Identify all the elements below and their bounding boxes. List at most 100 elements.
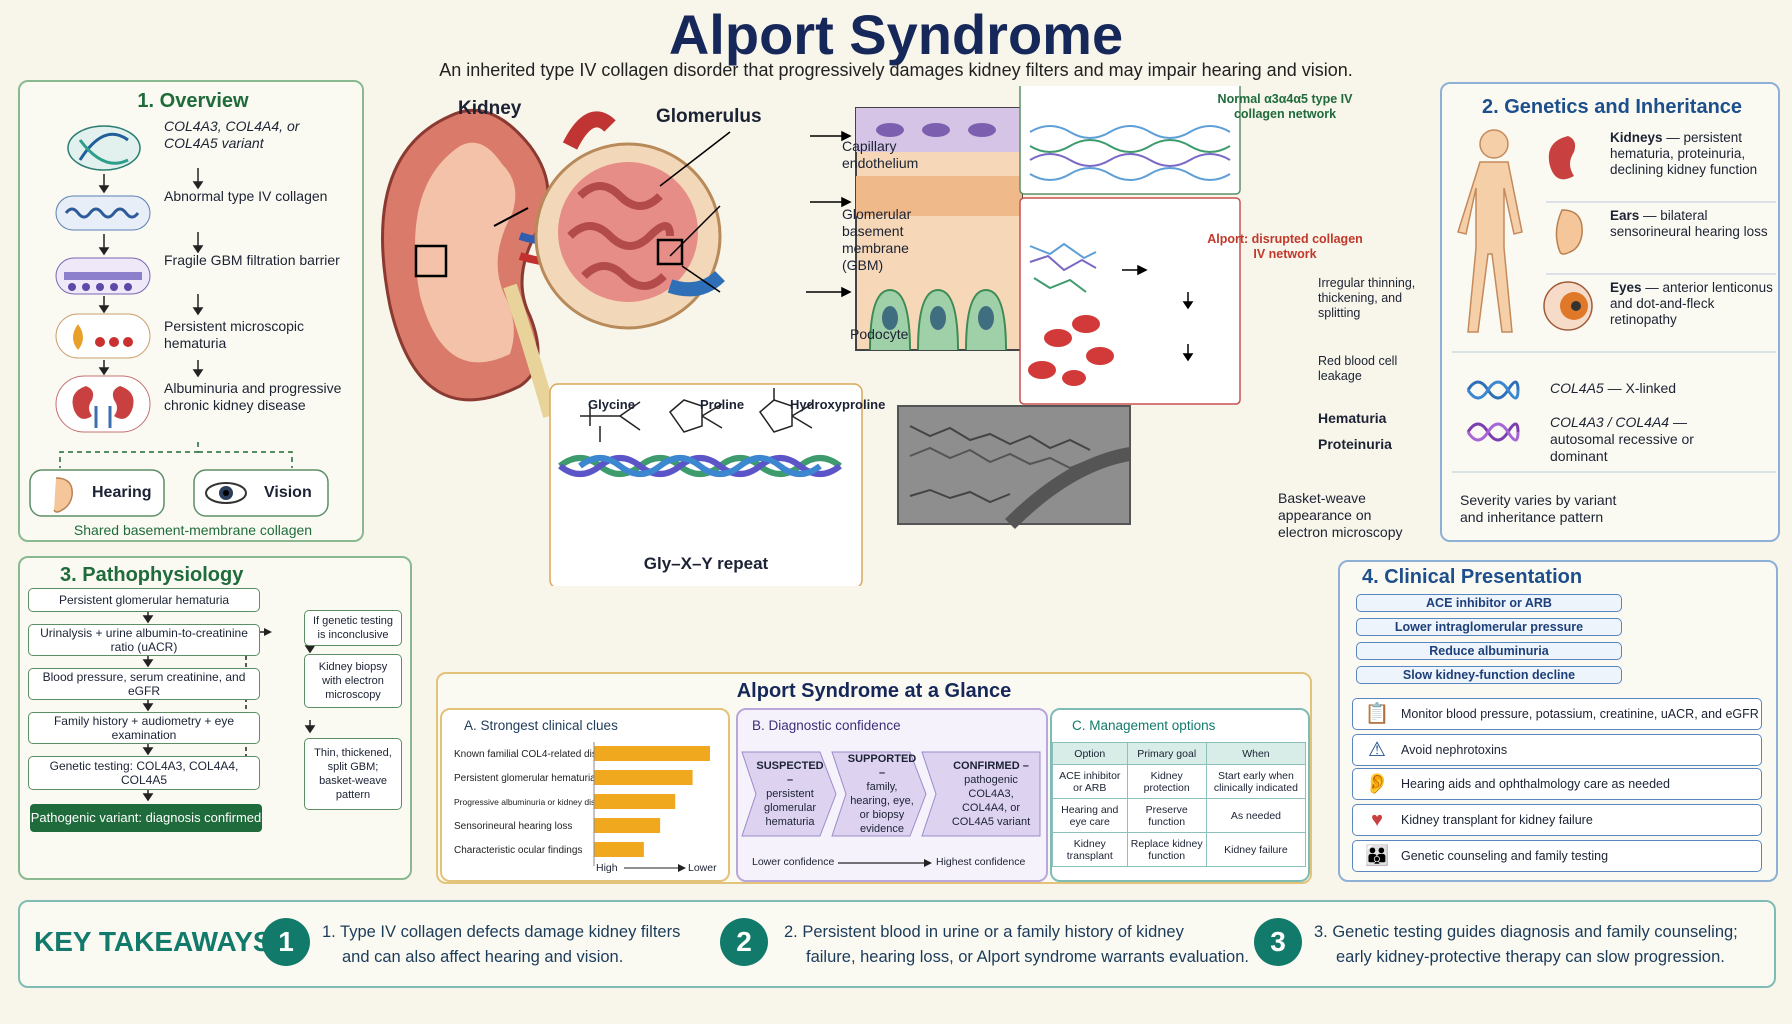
chart-category-label: Known familial COL4-related disease — [454, 749, 619, 760]
clinical-item-genetic-counseling: 👪 Genetic counseling and family testing — [1352, 840, 1762, 872]
table-cell: As needed — [1205, 798, 1307, 833]
gbm-label: Glomerular basement membrane (GBM) — [842, 206, 912, 273]
kidney-cross-section — [381, 108, 582, 418]
table-cell: Replace kidney function — [1126, 832, 1207, 867]
vision-label: Vision — [264, 484, 312, 501]
table-cell: ACE inhibitor or ARB — [1052, 764, 1128, 799]
flow-ace-arb: ACE inhibitor or ARB — [1356, 594, 1622, 612]
table-cell: Kidney transplant — [1052, 832, 1128, 867]
management-table: Option Primary goal When ACE inhibitor o… — [1052, 742, 1307, 867]
proline-label: Proline — [700, 397, 745, 412]
table-cell: Start early when clinically indicated — [1205, 764, 1307, 799]
chevron-suspected: SUSPECTED –persistent glomerular hematur… — [756, 760, 824, 828]
ear-icon — [53, 477, 73, 513]
normal-network-title: Normal α3α4α5 type IV collagen network — [1217, 92, 1353, 121]
ear-eye-icon: 👂 — [1364, 773, 1390, 795]
lower-confidence-label: Lower confidence — [752, 856, 835, 868]
electron-micrograph — [897, 405, 1132, 529]
chevron-confirmed: CONFIRMED –pathogenic COL4A3, COL4A4, or… — [951, 760, 1031, 828]
collagen-strand-icon — [55, 195, 151, 231]
takeaways-heading: KEY TAKEAWAYS — [34, 926, 272, 957]
podocyte-label: Podocyte — [850, 326, 909, 342]
patho-diagnosis-confirmed: Pathogenic variant: diagnosis confirmed — [30, 804, 262, 832]
chart-lower-label: Lower — [688, 862, 717, 874]
warning-icon: ⚠ — [1368, 739, 1386, 761]
patho-step-blood-pressure: Blood pressure, serum creatinine, and eG… — [28, 668, 260, 700]
genetics-kidneys: Kidneys — persistent hematuria, proteinu… — [1610, 130, 1758, 177]
hydroxyproline-label: Hydroxyproline — [790, 397, 886, 412]
page-subtitle: An inherited type IV collagen disorder t… — [439, 60, 1353, 80]
eye-icon — [1543, 281, 1593, 331]
overview-step-gbm: Fragile GBM filtration barrier — [164, 252, 340, 268]
normal-collagen-network — [1029, 125, 1231, 181]
chart-bar — [594, 818, 661, 833]
highest-confidence-label: Highest confidence — [936, 856, 1026, 868]
genetics-heading: 2. Genetics and Inheritance — [1481, 96, 1743, 118]
table-header: Primary goal — [1126, 742, 1207, 765]
chart-bar — [594, 842, 644, 857]
flow-lower-pressure: Lower intraglomerular pressure — [1356, 618, 1622, 636]
red-blood-cells-icon — [1028, 315, 1114, 386]
patho-step-genetic-testing: Genetic testing: COL4A3, COL4A4, COL4A5 — [28, 756, 260, 790]
overview-step-ckd: Albuminuria and progressive chronic kidn… — [164, 380, 342, 413]
overview-step-collagen: Abnormal type IV collagen — [164, 188, 328, 204]
blood-drop-icon — [55, 313, 151, 359]
family-icon: 👪 — [1364, 845, 1390, 867]
table-row: Kidney transplant Replace kidney functio… — [1052, 832, 1307, 867]
eye-icon — [205, 482, 247, 504]
clinical-item-text: Kidney transplant for kidney failure — [1401, 813, 1593, 827]
clinical-item-monitor: 📋Monitor blood pressure, potassium, crea… — [1352, 698, 1762, 730]
page-title: Alport Syndrome — [668, 3, 1124, 66]
overview-heading: 1. Overview — [137, 90, 249, 112]
chart-category-label: Progressive albuminuria or kidney diseas… — [454, 797, 614, 807]
hearing-label: Hearing — [92, 484, 152, 501]
disrupted-collagen-network — [1029, 242, 1097, 293]
chart-category-label: Persistent glomerular hematuria — [454, 773, 596, 784]
patho-heading: 3. Pathophysiology — [60, 564, 244, 586]
clues-chart: Known familial COL4-related diseasePersi… — [454, 742, 710, 872]
patho-step-urinalysis: Urinalysis + urine albumin-to-creatinine… — [28, 624, 260, 656]
takeaway-number: 3 — [1254, 918, 1302, 966]
clinical-item-text: Genetic counseling and family testing — [1401, 849, 1609, 863]
table-row: ACE inhibitor or ARB Kidney protection S… — [1052, 764, 1307, 799]
takeaways-panel — [18, 900, 1776, 988]
anatomy-illustration — [381, 86, 1241, 586]
capillary-endothelium-label: Capillary endothelium — [842, 138, 919, 171]
triple-helix — [558, 455, 842, 477]
genetics-note: Severity varies by variant and inheritan… — [1460, 492, 1617, 525]
kidneys-icon — [55, 375, 151, 433]
takeaway-number: 2 — [720, 918, 768, 966]
management-heading: C. Management options — [1072, 718, 1216, 733]
chevron-supported: SUPPORTED –family, hearing, eye, or biop… — [847, 753, 917, 835]
table-cell: Hearing and eye care — [1052, 798, 1128, 833]
takeaway-3: 3. Genetic testing guides diagnosis and … — [1314, 923, 1738, 966]
chart-category-label: Characteristic ocular findings — [454, 845, 582, 856]
overview-step-variant: COL4A3, COL4A4, or COL4A5 variant — [164, 118, 300, 151]
gly-x-y-repeat-label: Gly–X–Y repeat — [643, 554, 769, 573]
confidence-arrow — [838, 859, 932, 867]
gbm-layer-block — [855, 107, 1023, 351]
genetics-icons — [1452, 129, 1776, 473]
genetics-ears: Ears — bilateral sensorineural hearing l… — [1610, 208, 1768, 239]
dna-icon — [1466, 380, 1520, 442]
chart-bar — [594, 794, 676, 809]
em-caption: Basket-weave appearance on electron micr… — [1278, 490, 1403, 540]
genetics-col4a3-col4a4: COL4A3 / COL4A4 — autosomal recessive or… — [1550, 414, 1694, 464]
dna-icon — [67, 125, 141, 171]
table-header: Option — [1052, 742, 1128, 765]
flow-slow-decline: Slow kidney-function decline — [1356, 666, 1622, 684]
kidney-label: Kidney — [458, 98, 522, 119]
chart-direction-arrowhead — [678, 864, 686, 872]
patho-side-inconclusive: If genetic testing is inconclusive — [304, 610, 402, 646]
chart-bar — [594, 746, 710, 761]
glycine-label: Glycine — [588, 397, 635, 412]
amino-acid-structures — [580, 388, 813, 442]
chart-category-label: Sensorineural hearing loss — [454, 821, 572, 832]
alport-step-proteinuria: Proteinuria — [1318, 436, 1392, 452]
patho-step-family-history: Family history + audiometry + eye examin… — [28, 712, 260, 744]
alport-step-rbc: Red blood cell leakage — [1318, 354, 1398, 383]
clinical-item-nephrotoxins: ⚠Avoid nephrotoxins — [1352, 734, 1762, 766]
clinical-heading: 4. Clinical Presentation — [1362, 566, 1583, 588]
confidence-heading: B. Diagnostic confidence — [752, 718, 901, 733]
clues-chart-panel: A. Strongest clinical clues Known famili… — [440, 708, 730, 882]
